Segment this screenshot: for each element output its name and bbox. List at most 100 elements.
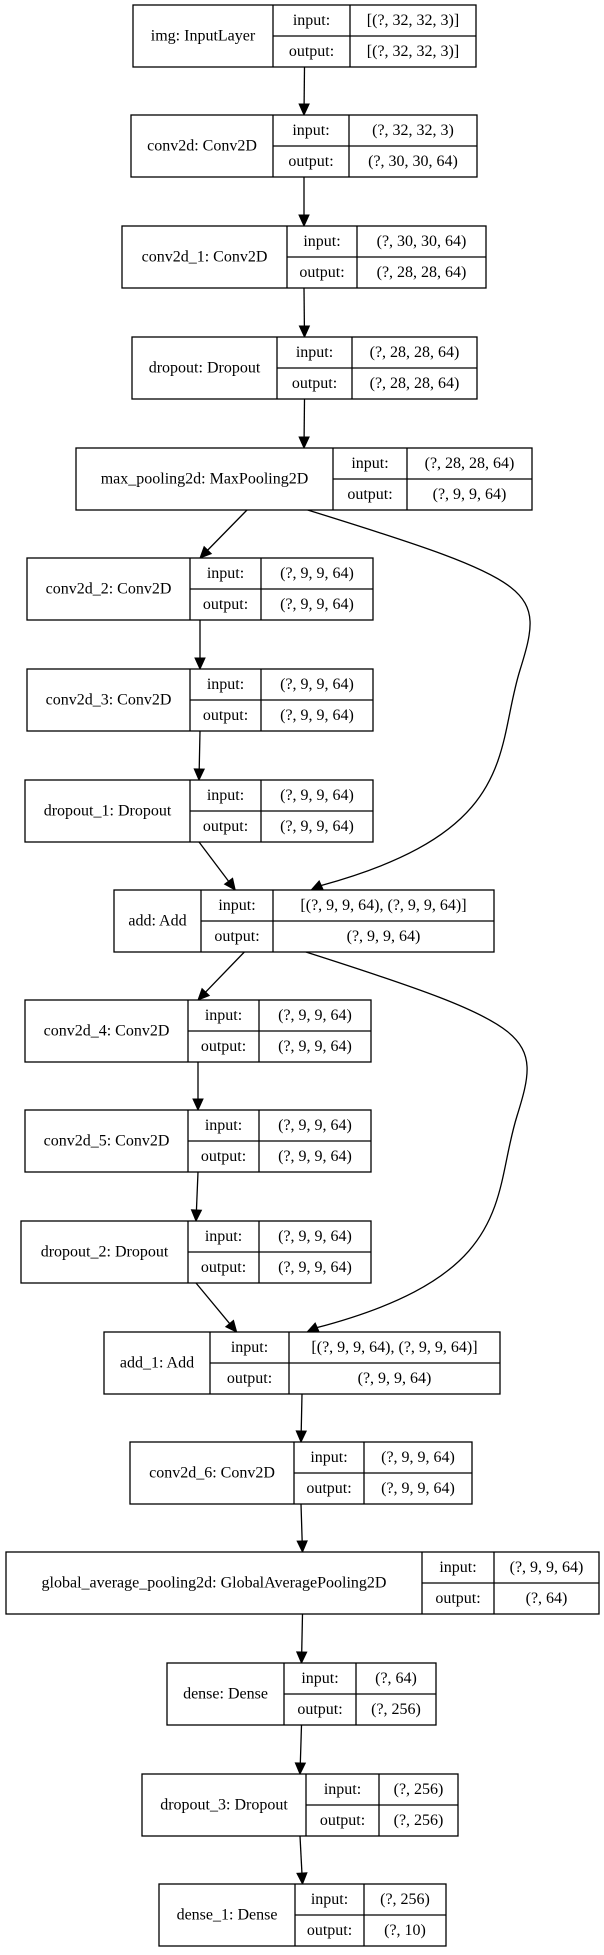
input-shape: (?, 9, 9, 64) xyxy=(278,1228,352,1245)
layer-node-max_pooling2d: max_pooling2d: MaxPooling2Dinput:output:… xyxy=(75,447,533,511)
input-label: input: xyxy=(351,455,388,472)
nodes-layer: img: InputLayer input: output: [(?, 32, 32,… xyxy=(5,4,600,1947)
layer-name: add: Add xyxy=(128,913,186,930)
output-label: output: xyxy=(289,43,334,60)
edge-conv2d_6>global_average_pooling2d xyxy=(300,1503,303,1542)
output-label: output: xyxy=(347,486,392,503)
output-shape: (?, 9, 9, 64) xyxy=(280,707,354,724)
arrowhead-conv2d_5>dropout_2 xyxy=(190,1209,203,1223)
input-shape: (?, 64) xyxy=(375,1670,417,1687)
arrowhead-dropout_3>dense_1 xyxy=(296,1872,308,1886)
input-label: input: xyxy=(231,1339,268,1356)
layer-name: dropout_3: Dropout xyxy=(160,1797,288,1814)
output-shape: (?, 28, 28, 64) xyxy=(370,375,460,392)
arrowhead-dropout_1>add xyxy=(223,877,236,891)
layer-name: dense: Dense xyxy=(183,1686,268,1703)
output-label: output: xyxy=(297,1701,342,1718)
arrowhead-max_pooling2d>conv2d_2 xyxy=(199,545,213,559)
layer-name: global_average_pooling2d: GlobalAverageP… xyxy=(42,1575,387,1592)
edge-max_pooling2d>add xyxy=(307,509,531,887)
output-shape: (?, 9, 9, 64) xyxy=(433,486,507,503)
arrowhead-dense>dropout_3 xyxy=(294,1762,307,1776)
input-label: input: xyxy=(205,1007,242,1024)
arrowhead-conv2d_2>conv2d_3 xyxy=(194,657,206,671)
input-shape: (?, 256) xyxy=(380,1891,430,1908)
input-label: input: xyxy=(296,344,333,361)
arrowhead-global_average_pooling2d>dense xyxy=(295,1651,308,1665)
edge-add_1>conv2d_6 xyxy=(300,1393,303,1432)
output-label: output: xyxy=(320,1812,365,1829)
layer-name: img: InputLayer xyxy=(151,28,256,45)
edges-layer xyxy=(190,66,531,1886)
input-shape: (?, 256) xyxy=(394,1781,444,1798)
layer-name: conv2d_2: Conv2D xyxy=(46,581,172,598)
output-label: output: xyxy=(299,264,344,281)
output-label: output: xyxy=(203,818,248,835)
layer-name: dropout: Dropout xyxy=(149,360,261,377)
output-shape: [(?, 32, 32, 3)] xyxy=(367,43,459,60)
output-shape: (?, 9, 9, 64) xyxy=(280,818,354,835)
input-label: input: xyxy=(292,122,329,139)
output-label: output: xyxy=(201,1259,246,1276)
output-shape: (?, 9, 9, 64) xyxy=(278,1038,352,1055)
output-label: output: xyxy=(227,1370,272,1387)
arrowhead-conv2d_6>global_average_pooling2d xyxy=(296,1540,308,1554)
layer-name: add_1: Add xyxy=(120,1355,194,1372)
layer-name: dropout_2: Dropout xyxy=(41,1244,169,1261)
layer-node-global_average_pooling2d: global_average_pooling2d: GlobalAverageP… xyxy=(5,1551,600,1615)
edge-conv2d_3>dropout_1 xyxy=(198,730,201,770)
layer-name: conv2d_1: Conv2D xyxy=(142,249,268,266)
output-shape: (?, 9, 9, 64) xyxy=(278,1259,352,1276)
output-shape: (?, 256) xyxy=(394,1812,444,1829)
output-label: output: xyxy=(214,928,259,945)
input-label: input: xyxy=(311,1891,348,1908)
arrowhead-dropout>max_pooling2d xyxy=(298,436,310,450)
input-shape: (?, 28, 28, 64) xyxy=(425,455,515,472)
layer-name: dense_1: Dense xyxy=(177,1907,278,1924)
output-label: output: xyxy=(201,1148,246,1165)
edge-add>conv2d_4 xyxy=(205,951,245,993)
edge-conv2d_5>dropout_2 xyxy=(195,1171,199,1211)
arrowhead-img>conv2d xyxy=(298,103,310,117)
output-shape: (?, 9, 9, 64) xyxy=(280,596,354,613)
layer-name: conv2d_6: Conv2D xyxy=(149,1465,275,1482)
input-label: input: xyxy=(310,1449,347,1466)
output-shape: (?, 256) xyxy=(371,1701,421,1718)
input-shape: [(?, 9, 9, 64), (?, 9, 9, 64)] xyxy=(311,1339,477,1356)
output-label: output: xyxy=(306,1480,351,1497)
arrowhead-conv2d_3>dropout_1 xyxy=(193,768,206,782)
input-label: input: xyxy=(303,233,340,250)
output-shape: (?, 9, 9, 64) xyxy=(347,928,421,945)
output-shape: (?, 9, 9, 64) xyxy=(278,1148,352,1165)
edge-max_pooling2d>conv2d_2 xyxy=(207,509,248,551)
layer-node-add_1: add_1: Add input: output: [(?, 9, 9, 64), (… xyxy=(103,1331,501,1395)
layer-name: conv2d_4: Conv2D xyxy=(44,1023,170,1040)
output-shape: (?, 64) xyxy=(526,1590,568,1607)
output-label: output: xyxy=(203,596,248,613)
input-label: input: xyxy=(218,897,255,914)
output-shape: (?, 10) xyxy=(384,1922,426,1939)
output-shape: (?, 30, 30, 64) xyxy=(368,153,458,170)
output-shape: (?, 28, 28, 64) xyxy=(377,264,467,281)
input-shape: (?, 9, 9, 64) xyxy=(280,676,354,693)
input-label: input: xyxy=(207,565,244,582)
edge-dense>dropout_3 xyxy=(299,1724,303,1764)
layer-box xyxy=(5,1551,600,1615)
output-label: output: xyxy=(307,1922,352,1939)
input-shape: (?, 9, 9, 64) xyxy=(280,787,354,804)
edge-global_average_pooling2d>dense xyxy=(301,1613,304,1653)
input-shape: (?, 32, 32, 3) xyxy=(372,122,454,139)
output-label: output: xyxy=(203,707,248,724)
output-label: output: xyxy=(201,1038,246,1055)
output-shape: (?, 9, 9, 64) xyxy=(358,1370,432,1387)
